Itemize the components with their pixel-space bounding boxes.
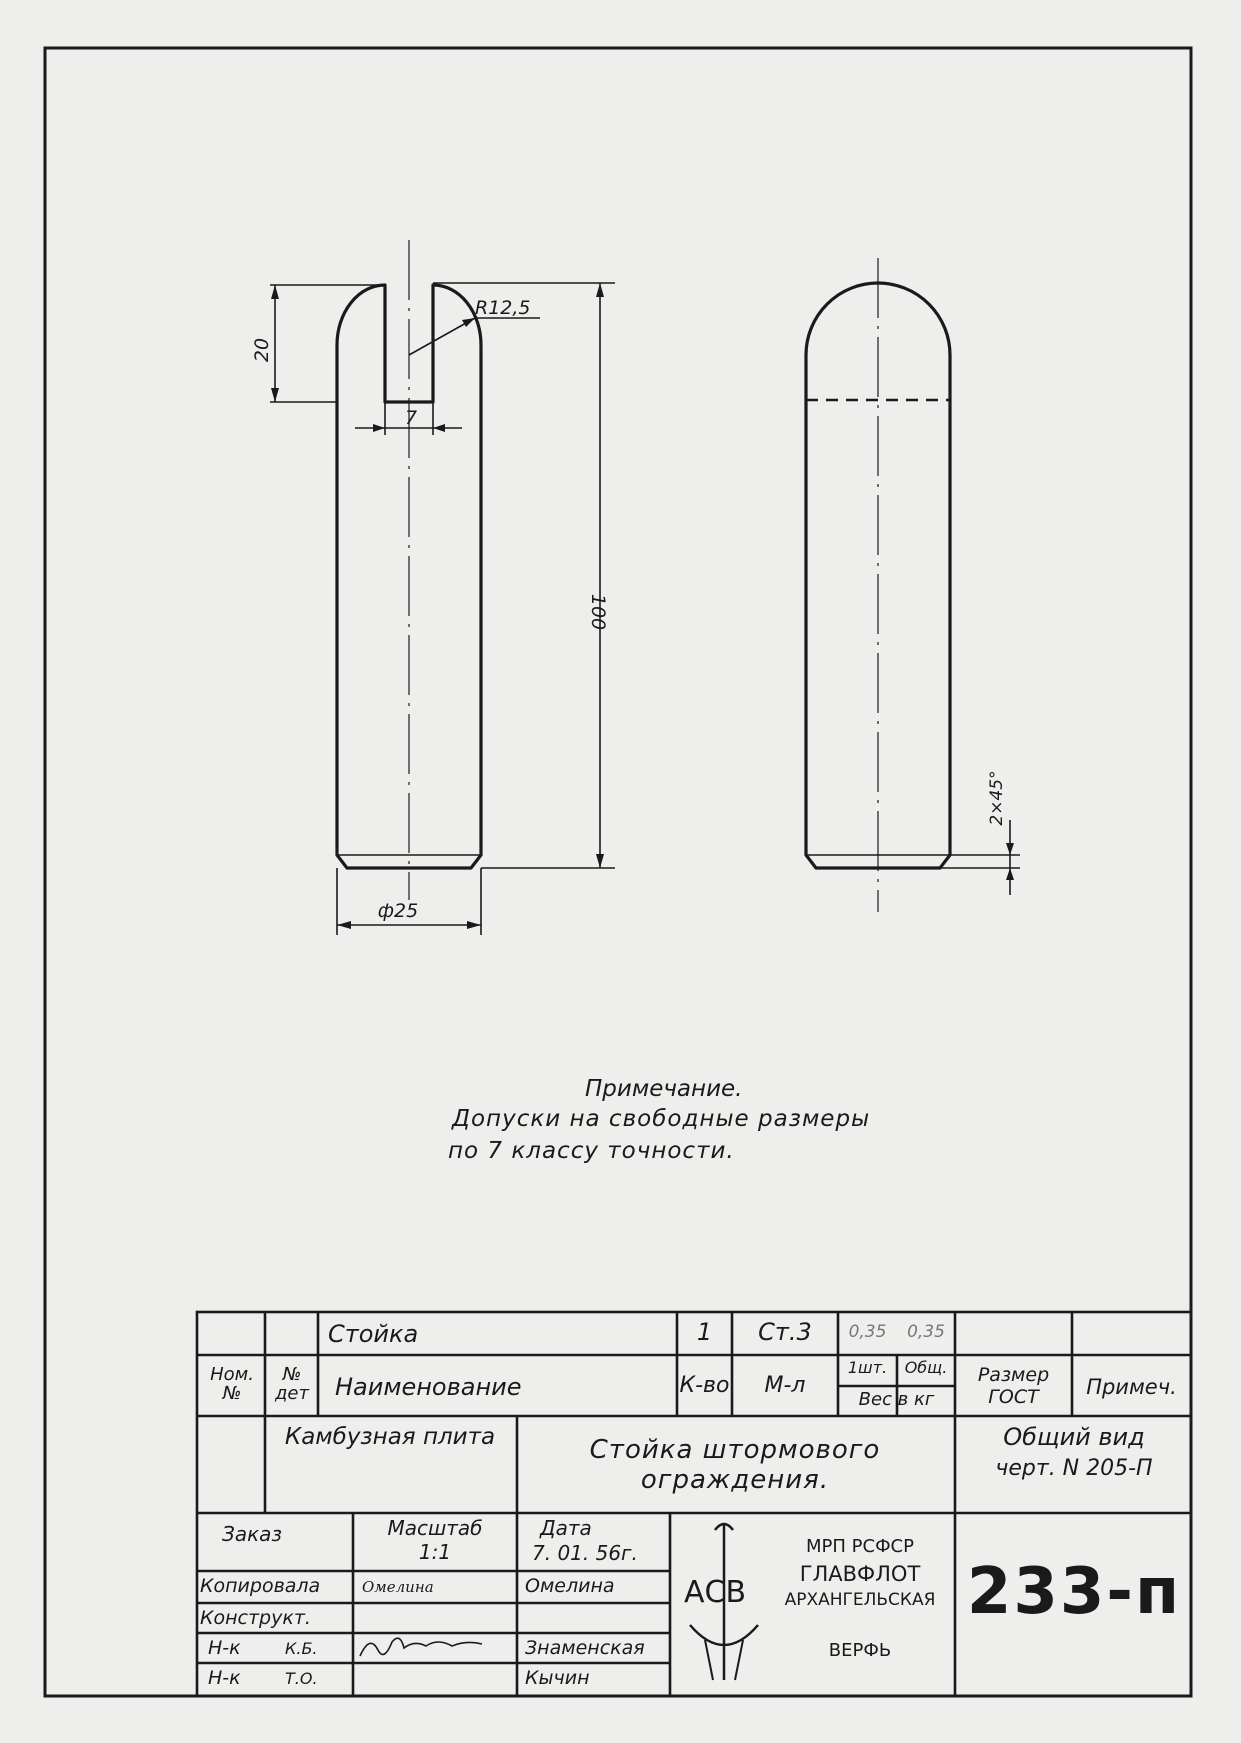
nk-kb-name: Знаменская xyxy=(525,1637,645,1659)
copied-label: Копировала xyxy=(200,1575,321,1597)
designer-label: Конструкт. xyxy=(200,1607,311,1629)
date-value: 7. 01. 56г. xyxy=(532,1541,638,1565)
part-qty: 1 xyxy=(696,1318,713,1346)
header-name: Наименование xyxy=(335,1373,522,1401)
front-view: 2×45° xyxy=(804,258,1020,912)
title-block-grid xyxy=(195,1310,1193,1698)
drawing-ref: черт. N 205-П xyxy=(995,1456,1153,1481)
part-material: Ст.3 xyxy=(758,1318,812,1346)
product-name: Камбузная плита xyxy=(284,1424,496,1450)
org-line-2: ГЛАВФЛОТ xyxy=(799,1562,921,1586)
dim-slot-width: 7 xyxy=(405,407,417,429)
arrowheads xyxy=(1006,843,1014,880)
note-line-1: Допуски на свободные размеры xyxy=(452,1106,871,1132)
header-pos: Ном. № xyxy=(210,1364,254,1404)
logo-letters: АСВ xyxy=(684,1575,747,1610)
note-title: Примечание. xyxy=(585,1076,743,1102)
nk-to-label: Н-к xyxy=(208,1667,241,1689)
header-qty: К-во xyxy=(679,1373,730,1398)
dim-length: 100 xyxy=(587,594,609,630)
nk-to-name: Кычин xyxy=(525,1667,590,1689)
copied-name: Омелина xyxy=(525,1575,615,1597)
header-total: Общ. xyxy=(904,1358,948,1377)
note-line-2: по 7 классу точности. xyxy=(448,1138,735,1164)
copied-signature: Омелина xyxy=(362,1578,434,1596)
arrowheads xyxy=(462,318,475,327)
nk-kb-label: Н-к xyxy=(208,1637,241,1659)
weight-unit: 0,35 xyxy=(848,1322,887,1342)
date-label: Дата xyxy=(540,1516,592,1540)
dim-radius: R12,5 xyxy=(475,297,531,319)
post-outline-front xyxy=(804,281,952,870)
anchor-logo-icon xyxy=(689,1522,759,1681)
header-weight: Вес в кг xyxy=(858,1389,935,1410)
header-note: Примеч. xyxy=(1086,1375,1177,1399)
nk-to-dept: Т.О. xyxy=(285,1669,318,1688)
org-line-3: АРХАНГЕЛЬСКАЯ xyxy=(784,1590,936,1610)
org-line-1: МРП РСФСР xyxy=(806,1536,914,1557)
arrowheads xyxy=(271,285,279,402)
header-material: М-л xyxy=(764,1373,806,1398)
weight-total: 0,35 xyxy=(907,1322,945,1342)
side-view: 20 100 R12,5 7 ф25 xyxy=(251,240,615,935)
nk-kb-dept: К.Б. xyxy=(285,1639,318,1658)
post-outline xyxy=(335,283,483,870)
drawing-title: Стойка штормового ограждения. xyxy=(589,1435,881,1495)
dim-slot-depth: 20 xyxy=(251,338,273,362)
order-label: Заказ xyxy=(222,1522,283,1546)
dim-chamfer: 2×45° xyxy=(987,770,1007,825)
scale-label: Масштаб xyxy=(387,1516,483,1540)
part-name: Стойка xyxy=(328,1320,419,1348)
scale-value: 1:1 xyxy=(418,1540,452,1564)
header-size: Размер ГОСТ xyxy=(977,1364,1050,1408)
header-unit: 1шт. xyxy=(847,1358,888,1377)
drawing-number: 233-п xyxy=(966,1555,1182,1629)
signature-scribble xyxy=(359,1637,483,1657)
org-line-4: ВЕРФЬ xyxy=(828,1640,892,1661)
header-det: № дет xyxy=(274,1364,309,1404)
radius-leader xyxy=(408,317,476,356)
dim-diameter: ф25 xyxy=(378,900,418,922)
view-label: Общий вид xyxy=(1003,1423,1145,1451)
